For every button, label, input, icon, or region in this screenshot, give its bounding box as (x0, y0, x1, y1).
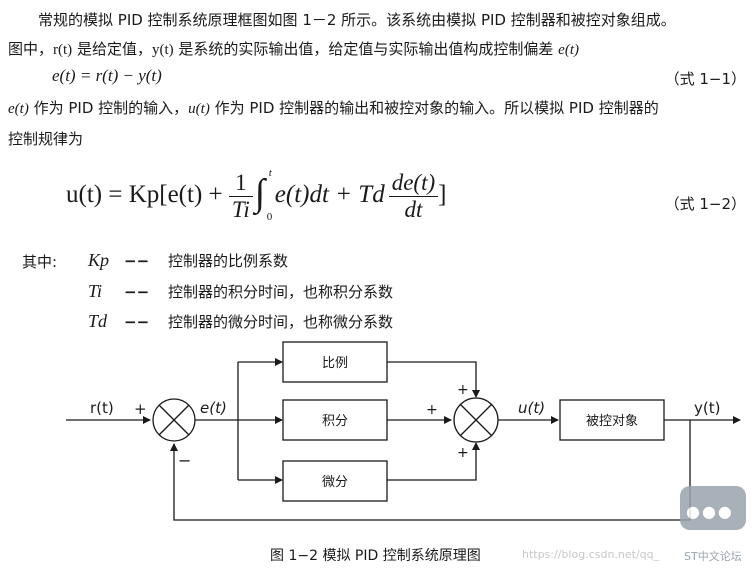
eq2-frac1-num: 1 (228, 170, 253, 197)
eq2-rhs: ] (438, 181, 447, 209)
line2-mid2: 是系统的实际输出值，给定值与实际输出值构成控制偏差 (173, 40, 559, 58)
figure-caption: 图 1−2 模拟 PID 控制系统原理图 (270, 548, 481, 564)
para2-mid1: 作为 PID 控制的输入， (28, 99, 189, 117)
watermark-url: https://blog.csdn.net/qq_ (522, 548, 660, 561)
paragraph-2-line-2: 控制规律为 (8, 130, 84, 148)
plus-top: + (457, 382, 469, 398)
block-derivative (282, 460, 388, 502)
paragraph-2-line-1: e(t) 作为 PID 控制的输入，u(t) 作为 PID 控制器的输出和被控对… (8, 97, 659, 118)
output-label: y(t) (694, 399, 720, 417)
legend-desc: 控制器的比例系数 (168, 252, 289, 270)
paragraph-1-line-2: 图中，r(t) 是给定值，y(t) 是系统的实际输出值，给定值与实际输出值构成控… (8, 38, 579, 59)
eq2-frac2-den: dt (404, 197, 423, 222)
eq2-int-body: e(t)dt + Td (274, 181, 385, 209)
summing-junction-2 (453, 397, 499, 443)
chat-bubble-icon: ●●● (680, 486, 746, 530)
eq2-frac1-den: Ti (231, 197, 250, 222)
legend-dash: −− (124, 283, 150, 301)
u-label: u(t) (518, 399, 545, 417)
int-lower: 0 (266, 210, 273, 223)
watermark-brand: ST中文论坛 (684, 550, 742, 563)
legend-desc: 控制器的积分时间，也称积分系数 (168, 283, 394, 301)
legend-dash: −− (124, 252, 150, 270)
error-label: e(t) (200, 399, 227, 417)
legend-dash: −− (124, 313, 150, 331)
equation-1-number: （式 1−1） (664, 70, 746, 88)
int-upper: t (268, 166, 272, 179)
para2-mid2: 作为 PID 控制器的输出和被控对象的输入。所以模拟 PID 控制器的 (209, 99, 659, 117)
plus-left: + (426, 402, 438, 418)
e-of-t-2: e(t) (8, 101, 29, 117)
block-i-label: 积分 (322, 414, 348, 429)
legend-symbol: Td (88, 311, 108, 331)
eq2-lhs: u(t) = Kp[e(t) + (66, 181, 229, 209)
legend-row-kp: Kp −− 控制器的比例系数 (88, 250, 288, 271)
line2-prefix: 图中， (8, 40, 54, 58)
plus-bottom: + (457, 445, 469, 461)
line2-mid1: 是给定值， (72, 40, 152, 58)
e-of-t: e(t) (558, 42, 579, 58)
eq2-frac-2: de(t)dt (388, 170, 439, 223)
plus-sign-1: + (134, 400, 147, 418)
plant-label: 被控对象 (586, 414, 638, 429)
feedback-arrow (170, 420, 691, 521)
legend-row-td: Td −− 控制器的微分时间，也称微分系数 (88, 311, 393, 332)
legend-row-ti: Ti −− 控制器的积分时间，也称积分系数 (88, 281, 393, 302)
d-output-arrow (387, 442, 480, 481)
summing-junction-1 (152, 398, 196, 442)
r-of-t: r(t) (53, 42, 73, 58)
minus-sign-1: − (178, 451, 191, 470)
legend-desc: 控制器的微分时间，也称微分系数 (168, 313, 394, 331)
input-label: r(t) (90, 399, 114, 417)
legend-symbol: Ti (88, 281, 103, 301)
eq2-frac2-num: de(t) (388, 170, 439, 197)
y-of-t: y(t) (151, 42, 174, 58)
paragraph-1-line-1: 常规的模拟 PID 控制系统原理框图如图 1－2 所示。该系统由模拟 PID 控… (38, 11, 676, 29)
block-d-label: 微分 (322, 475, 348, 490)
equation-1: e(t) = r(t) − y(t) (52, 66, 162, 85)
p-output-arrow (387, 361, 480, 398)
legend-intro: 其中: (22, 253, 58, 271)
equation-2-number: （式 1−2） (664, 195, 746, 213)
legend-symbol: Kp (88, 250, 110, 270)
u-of-t: u(t) (188, 101, 210, 117)
block-p-label: 比例 (322, 356, 348, 371)
